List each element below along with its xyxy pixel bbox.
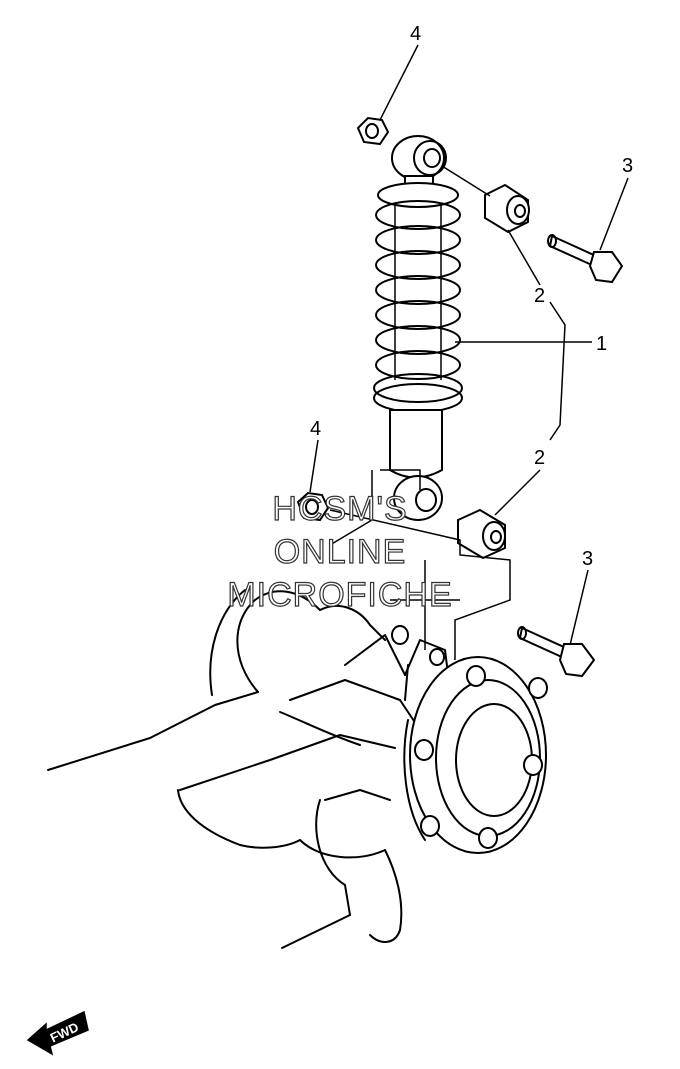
callout-bolt-lower: 3 xyxy=(582,548,593,570)
coil-spring xyxy=(375,200,461,380)
upper-bushing xyxy=(441,165,530,234)
shock-absorber xyxy=(373,135,463,521)
watermark-line-2: ONLINE xyxy=(274,533,407,571)
watermark-line-3: MICROFICHE xyxy=(227,576,452,614)
callout-bolt-upper: 3 xyxy=(622,155,633,177)
callout-nut-lower: 4 xyxy=(310,418,321,440)
lower-bushing xyxy=(457,508,506,560)
fwd-arrow-icon: FWD xyxy=(26,1010,89,1056)
axle-housing xyxy=(47,589,451,949)
lower-nut xyxy=(296,491,330,522)
callout-bushing-upper: 2 xyxy=(534,285,545,307)
callout-bushing-lower: 2 xyxy=(534,447,545,469)
leader-lines xyxy=(309,44,629,646)
fwd-label: FWD xyxy=(48,1019,81,1045)
assembly-guide-lines xyxy=(329,469,511,660)
wheel-hub xyxy=(403,656,548,854)
upper-nut xyxy=(356,116,390,146)
upper-bolt xyxy=(547,234,624,284)
callout-shock-absorber: 1 xyxy=(596,333,607,355)
callout-nut-upper: 4 xyxy=(410,23,421,45)
watermark-line-1: HCSM'S xyxy=(272,490,407,528)
lower-bolt xyxy=(517,626,596,678)
watermark: HCSM'S ONLINE MICROFICHE xyxy=(227,489,453,614)
